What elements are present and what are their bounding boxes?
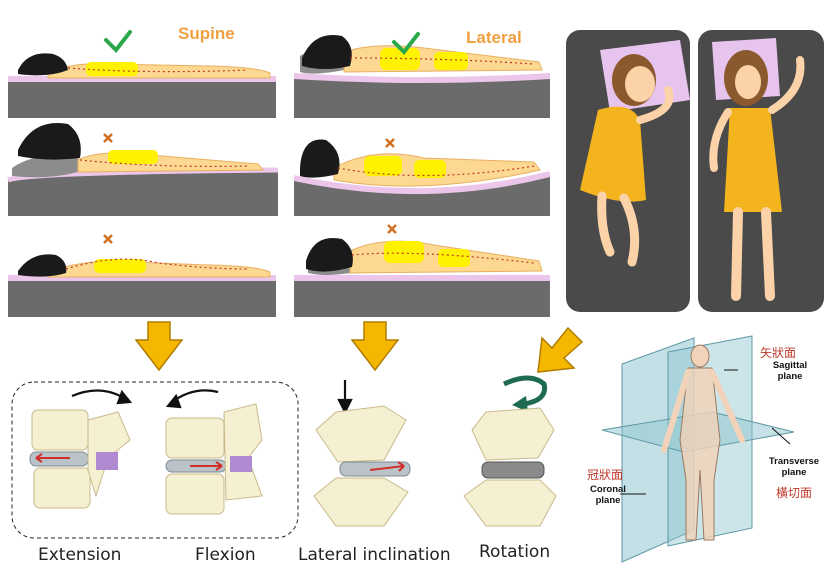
- side-sleeper-panel: [566, 30, 690, 312]
- curved-arrow-icon: [71, 380, 353, 415]
- extension-flexion-group: [11, 381, 299, 539]
- vertebra-lateral-inclination: [313, 405, 411, 527]
- diagonal-arrow-icon: [537, 326, 584, 373]
- coronal-en-line-1: Coronal: [590, 484, 626, 495]
- anatomical-planes-figure: [601, 335, 795, 563]
- coronal-cn-label: 冠狀面: [587, 468, 624, 482]
- lateral-soft-mattress-figure: [293, 139, 551, 216]
- lateral-correct-figure: [293, 34, 551, 118]
- vertebra-extension: [29, 409, 131, 509]
- transverse-en-line-2: plane: [781, 467, 807, 478]
- vertebra-flexion: [165, 403, 263, 515]
- lateral-check-icon: [392, 32, 420, 56]
- caption-flexion: Flexion: [195, 545, 256, 565]
- supine-high-pillow-figure: [7, 123, 279, 216]
- transverse-cn-label: 橫切面: [776, 486, 813, 500]
- lateral-low-pillow-figure: [294, 237, 550, 317]
- down-arrow-icon: [134, 321, 400, 372]
- transverse-en-label: Transverse plane: [764, 456, 824, 478]
- caption-lateral-inclination: Lateral inclination: [298, 545, 451, 565]
- transverse-en-line-1: Transverse: [768, 456, 820, 467]
- sagittal-en-line-1: Sagittal: [772, 360, 808, 371]
- supine-header: Supine: [178, 24, 235, 43]
- back-sleeper-panel: [698, 30, 824, 312]
- cross-icon: [103, 133, 397, 244]
- caption-rotation: Rotation: [479, 542, 551, 562]
- sagittal-en-line-2: plane: [777, 371, 803, 382]
- rotation-arrow-icon: [502, 375, 548, 412]
- lateral-header: Lateral: [466, 28, 522, 47]
- supine-no-pillow-figure: [8, 254, 276, 317]
- caption-extension: Extension: [38, 545, 122, 565]
- sagittal-en-label: Sagittal plane: [768, 360, 812, 382]
- supine-check-icon: [104, 30, 132, 54]
- coronal-en-line-2: plane: [595, 495, 621, 506]
- vertebra-rotation: [463, 407, 557, 527]
- coronal-en-label: Coronal plane: [584, 484, 632, 506]
- supine-correct-figure: [8, 53, 276, 118]
- sagittal-cn-label: 矢狀面: [760, 346, 797, 360]
